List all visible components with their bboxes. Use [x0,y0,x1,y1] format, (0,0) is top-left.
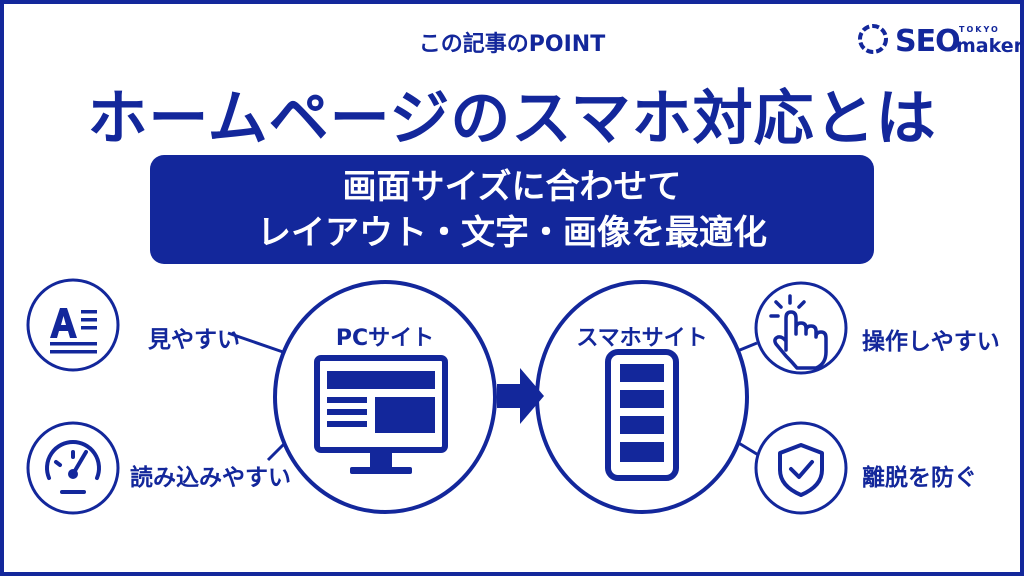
speedometer-icon [45,440,101,494]
bounce-circle [754,421,848,515]
logo-ring-icon [858,24,888,54]
benefit-operable: 操作しやすい [862,329,1000,355]
operable-circle [754,281,848,375]
logo-sub-top: TOKYO [959,25,1000,34]
banner-line-2: レイアウト・文字・画像を最適化 [257,213,767,253]
logo: SEO TOKYO maker [855,20,1023,64]
headline: ホームページのスマホ対応とは [87,84,937,154]
summary-banner: 画面サイズに合わせて レイアウト・文字・画像を最適化 [150,155,874,264]
sp-title: スマホサイト [576,326,708,351]
kicker: この記事のPOINT [418,32,606,57]
monitor-icon [314,355,448,474]
logo-sub-bottom: maker [956,35,1024,57]
fast-circle [26,421,120,515]
readable-circle [26,278,120,372]
connector-readable [227,331,284,354]
arrow-right-icon [497,368,544,424]
shield-check-icon [778,443,824,497]
benefit-fast: 読み込みやすい [130,465,291,491]
benefit-readable: 見やすい [148,327,240,353]
text-icon [50,308,97,354]
pc-title: PCサイト [335,326,435,351]
smartphone-icon [605,349,679,481]
tap-hand-icon [769,294,828,370]
connector-bounce [736,440,761,458]
banner-line-1: 画面サイズに合わせて [342,167,682,207]
logo-main: SEO [895,24,961,59]
benefit-bounce: 離脱を防ぐ [862,465,977,491]
